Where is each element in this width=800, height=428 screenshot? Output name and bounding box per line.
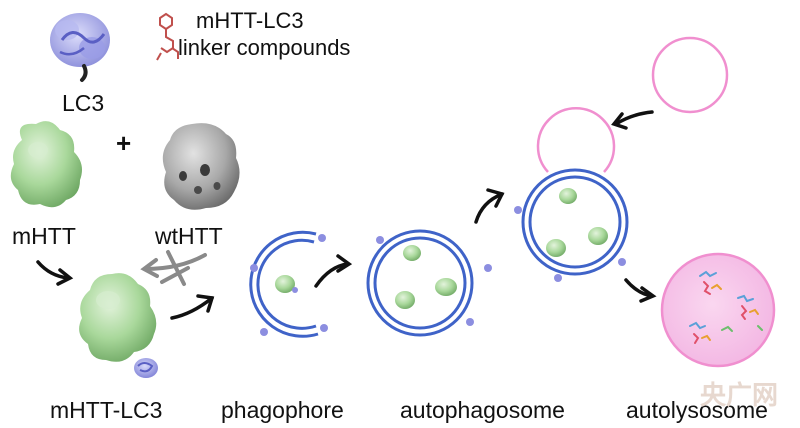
autophagosome-label: autophagosome <box>400 397 565 423</box>
fusing-lysosome-membrane <box>536 107 616 173</box>
arrow-complex-to-phagophore <box>170 294 215 320</box>
degraded-fragments-icon <box>689 270 763 344</box>
autolysosome-label: autolysosome <box>626 397 768 423</box>
arrow-mhtt-to-complex <box>36 260 74 286</box>
plus-sign: + <box>116 128 131 158</box>
wthtt-label: wtHTT <box>154 223 223 249</box>
lc3-label: LC3 <box>62 90 104 116</box>
autophagosome-cargo-icons <box>395 245 457 309</box>
mhtt-lc3-complex-icon <box>79 273 158 378</box>
fusing-lc3-dots <box>514 206 626 282</box>
phagophore-membrane <box>249 230 319 338</box>
phagophore-lc3-dots <box>250 234 328 336</box>
watermark-logo: 央广网 <box>700 380 778 410</box>
arrow-lysosome-to-fusion <box>611 110 654 130</box>
arrow-to-autolysosome <box>624 278 657 303</box>
autophagosome-lc3-dots <box>376 236 492 326</box>
phagophore-cargo-icon <box>275 275 298 293</box>
fusing-autophagosome-membrane <box>521 168 629 276</box>
mhtt-lc3-label: mHTT-LC3 <box>50 397 162 423</box>
lysosome-icon <box>651 36 729 114</box>
fusing-cargo-icons <box>546 188 608 257</box>
arrow-phagophore-to-autophagosome <box>314 254 353 288</box>
wthtt-protein-icon <box>162 123 240 210</box>
mhtt-protein-icon <box>10 121 82 208</box>
autolysosome-icon <box>660 252 776 368</box>
linker-compound-icon <box>156 12 179 61</box>
phagophore-label: phagophore <box>221 397 344 423</box>
autophagosome-membrane <box>366 229 474 337</box>
arrow-autophagosome-to-fusion <box>474 188 505 224</box>
lc3-protein-icon <box>50 13 110 82</box>
blocked-arrow-wthtt <box>140 250 207 286</box>
mhtt-label: mHTT <box>12 223 76 249</box>
legend-compound-line2: linker compounds <box>178 35 350 60</box>
legend-compound-line1: mHTT-LC3 <box>196 8 304 33</box>
